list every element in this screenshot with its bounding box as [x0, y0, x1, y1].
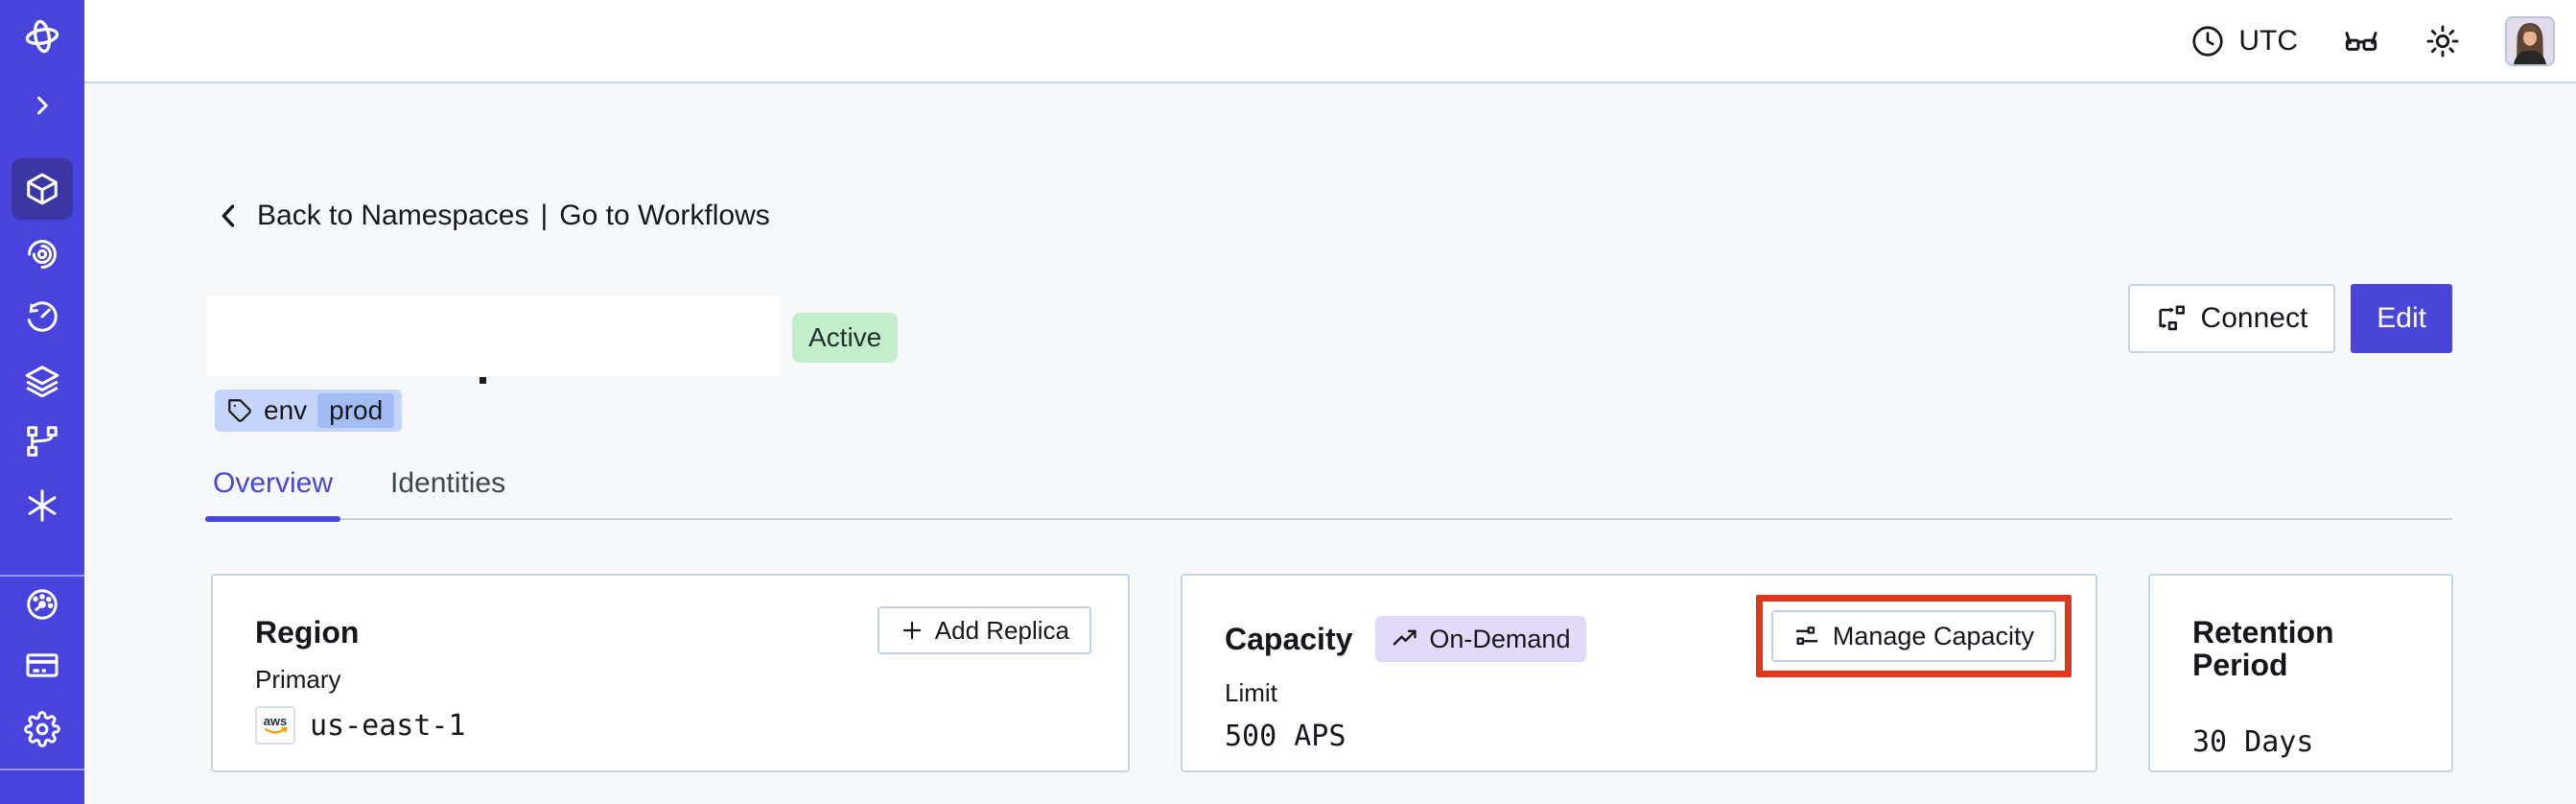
title-dot [480, 377, 486, 384]
capacity-card: Capacity On-Demand Manage Capacity Limit… [1181, 574, 2097, 772]
capacity-card-title: Capacity [1225, 622, 1353, 656]
retention-value: 30 Days [2192, 725, 2314, 759]
limit-value: 500 APS [1225, 720, 1347, 753]
sidebar-item-deployments[interactable] [12, 350, 73, 412]
edit-button-label: Edit [2377, 302, 2426, 334]
sidebar-item-settings[interactable] [12, 698, 73, 760]
timezone-label: UTC [2238, 24, 2298, 57]
namespace-title-redacted [207, 296, 780, 376]
ondemand-badge: On-Demand [1375, 616, 1587, 662]
region-card-title: Region [255, 615, 360, 650]
tab-identities[interactable]: Identities [390, 467, 506, 499]
topbar: UTC [84, 0, 2576, 83]
temporal-logo [12, 6, 73, 67]
branch-icon [27, 426, 58, 457]
aws-logo-icon: aws [264, 714, 288, 734]
sidebar-item-pipelines[interactable] [12, 411, 73, 472]
breadcrumb: Back to Namespaces | Go to Workflows [213, 195, 770, 237]
sidebar-item-billing[interactable] [12, 634, 73, 696]
sliders-icon [1795, 627, 1817, 645]
sidebar-divider [0, 769, 84, 770]
layers-icon [25, 366, 59, 398]
breadcrumb-separator: | [540, 200, 549, 231]
region-card: Region Add Replica Primary aws us-east-1 [211, 574, 1130, 772]
retention-card-title: Retention Period [2192, 615, 2334, 682]
clock-arrow-icon [27, 301, 58, 332]
connect-flow-icon [2158, 305, 2185, 331]
capacity-title-row: Capacity On-Demand [1225, 616, 2053, 662]
region-value: us-east-1 [310, 708, 466, 743]
connect-button-label: Connect [2200, 302, 2308, 334]
spiral-icon [28, 240, 57, 269]
overview-cards: Region Add Replica Primary aws us-east-1… [211, 574, 2453, 772]
header-actions: Connect Edit [2127, 284, 2452, 353]
avatar-image [2507, 17, 2553, 64]
add-replica-label: Add Replica [934, 615, 1069, 645]
limit-label: Limit [1225, 678, 1277, 707]
breadcrumb-back-link[interactable]: Back to Namespaces [257, 200, 529, 231]
status-badge-label: Active [808, 322, 882, 352]
ondemand-badge-label: On-Demand [1429, 624, 1571, 653]
add-replica-button[interactable]: Add Replica [877, 606, 1091, 654]
sidebar-item-insights[interactable] [12, 224, 73, 285]
region-value-row: aws us-east-1 [255, 706, 1086, 745]
retention-card: Retention Period 30 Days [2148, 574, 2453, 772]
sidebar-item-nexus[interactable] [12, 475, 73, 536]
user-avatar[interactable] [2505, 15, 2555, 66]
sidebar-item-usage[interactable] [12, 574, 73, 635]
clock-icon [2192, 25, 2223, 57]
sidebar-expand-button[interactable] [12, 75, 73, 136]
edit-button[interactable]: Edit [2351, 284, 2452, 353]
timezone-selector[interactable]: UTC [2190, 24, 2298, 59]
asterisk-icon [28, 489, 57, 522]
primary-label: Primary [255, 665, 341, 694]
orbit-flower-icon [25, 19, 59, 54]
aws-logo-text: aws [264, 714, 288, 728]
breadcrumb-workflows-link[interactable]: Go to Workflows [559, 200, 770, 231]
glasses-icon[interactable] [2342, 22, 2380, 60]
gauge-icon [27, 589, 58, 620]
manage-capacity-button[interactable]: Manage Capacity [1770, 610, 2056, 662]
cube-icon [27, 173, 58, 205]
chevron-right-icon [36, 96, 48, 115]
status-badge: Active [792, 313, 899, 363]
sidebar-item-schedules[interactable] [12, 286, 73, 347]
gear-icon [24, 711, 60, 747]
sidebar-item-namespaces[interactable] [12, 158, 73, 220]
tab-overview[interactable]: Overview [204, 468, 341, 522]
chevron-left-icon[interactable] [213, 200, 246, 232]
manage-capacity-label: Manage Capacity [1832, 621, 2034, 650]
tag-icon [228, 398, 251, 422]
annotation-highlight-box: Manage Capacity [1755, 595, 2072, 677]
connect-button[interactable]: Connect [2127, 284, 2336, 353]
namespace-tag-chip[interactable]: env prod [215, 390, 403, 432]
plus-icon [902, 621, 922, 640]
sun-icon[interactable] [2424, 23, 2461, 59]
tag-value: prod [317, 393, 395, 428]
tag-key: env [264, 395, 308, 425]
aws-logo-badge: aws [255, 706, 295, 745]
sidebar-item-help[interactable] [12, 792, 73, 804]
sidebar-divider [0, 575, 84, 577]
sidebar [0, 0, 84, 804]
trending-up-icon [1393, 629, 1417, 646]
credit-card-icon [26, 653, 59, 677]
tab-bar: Overview Identities [204, 467, 2452, 522]
